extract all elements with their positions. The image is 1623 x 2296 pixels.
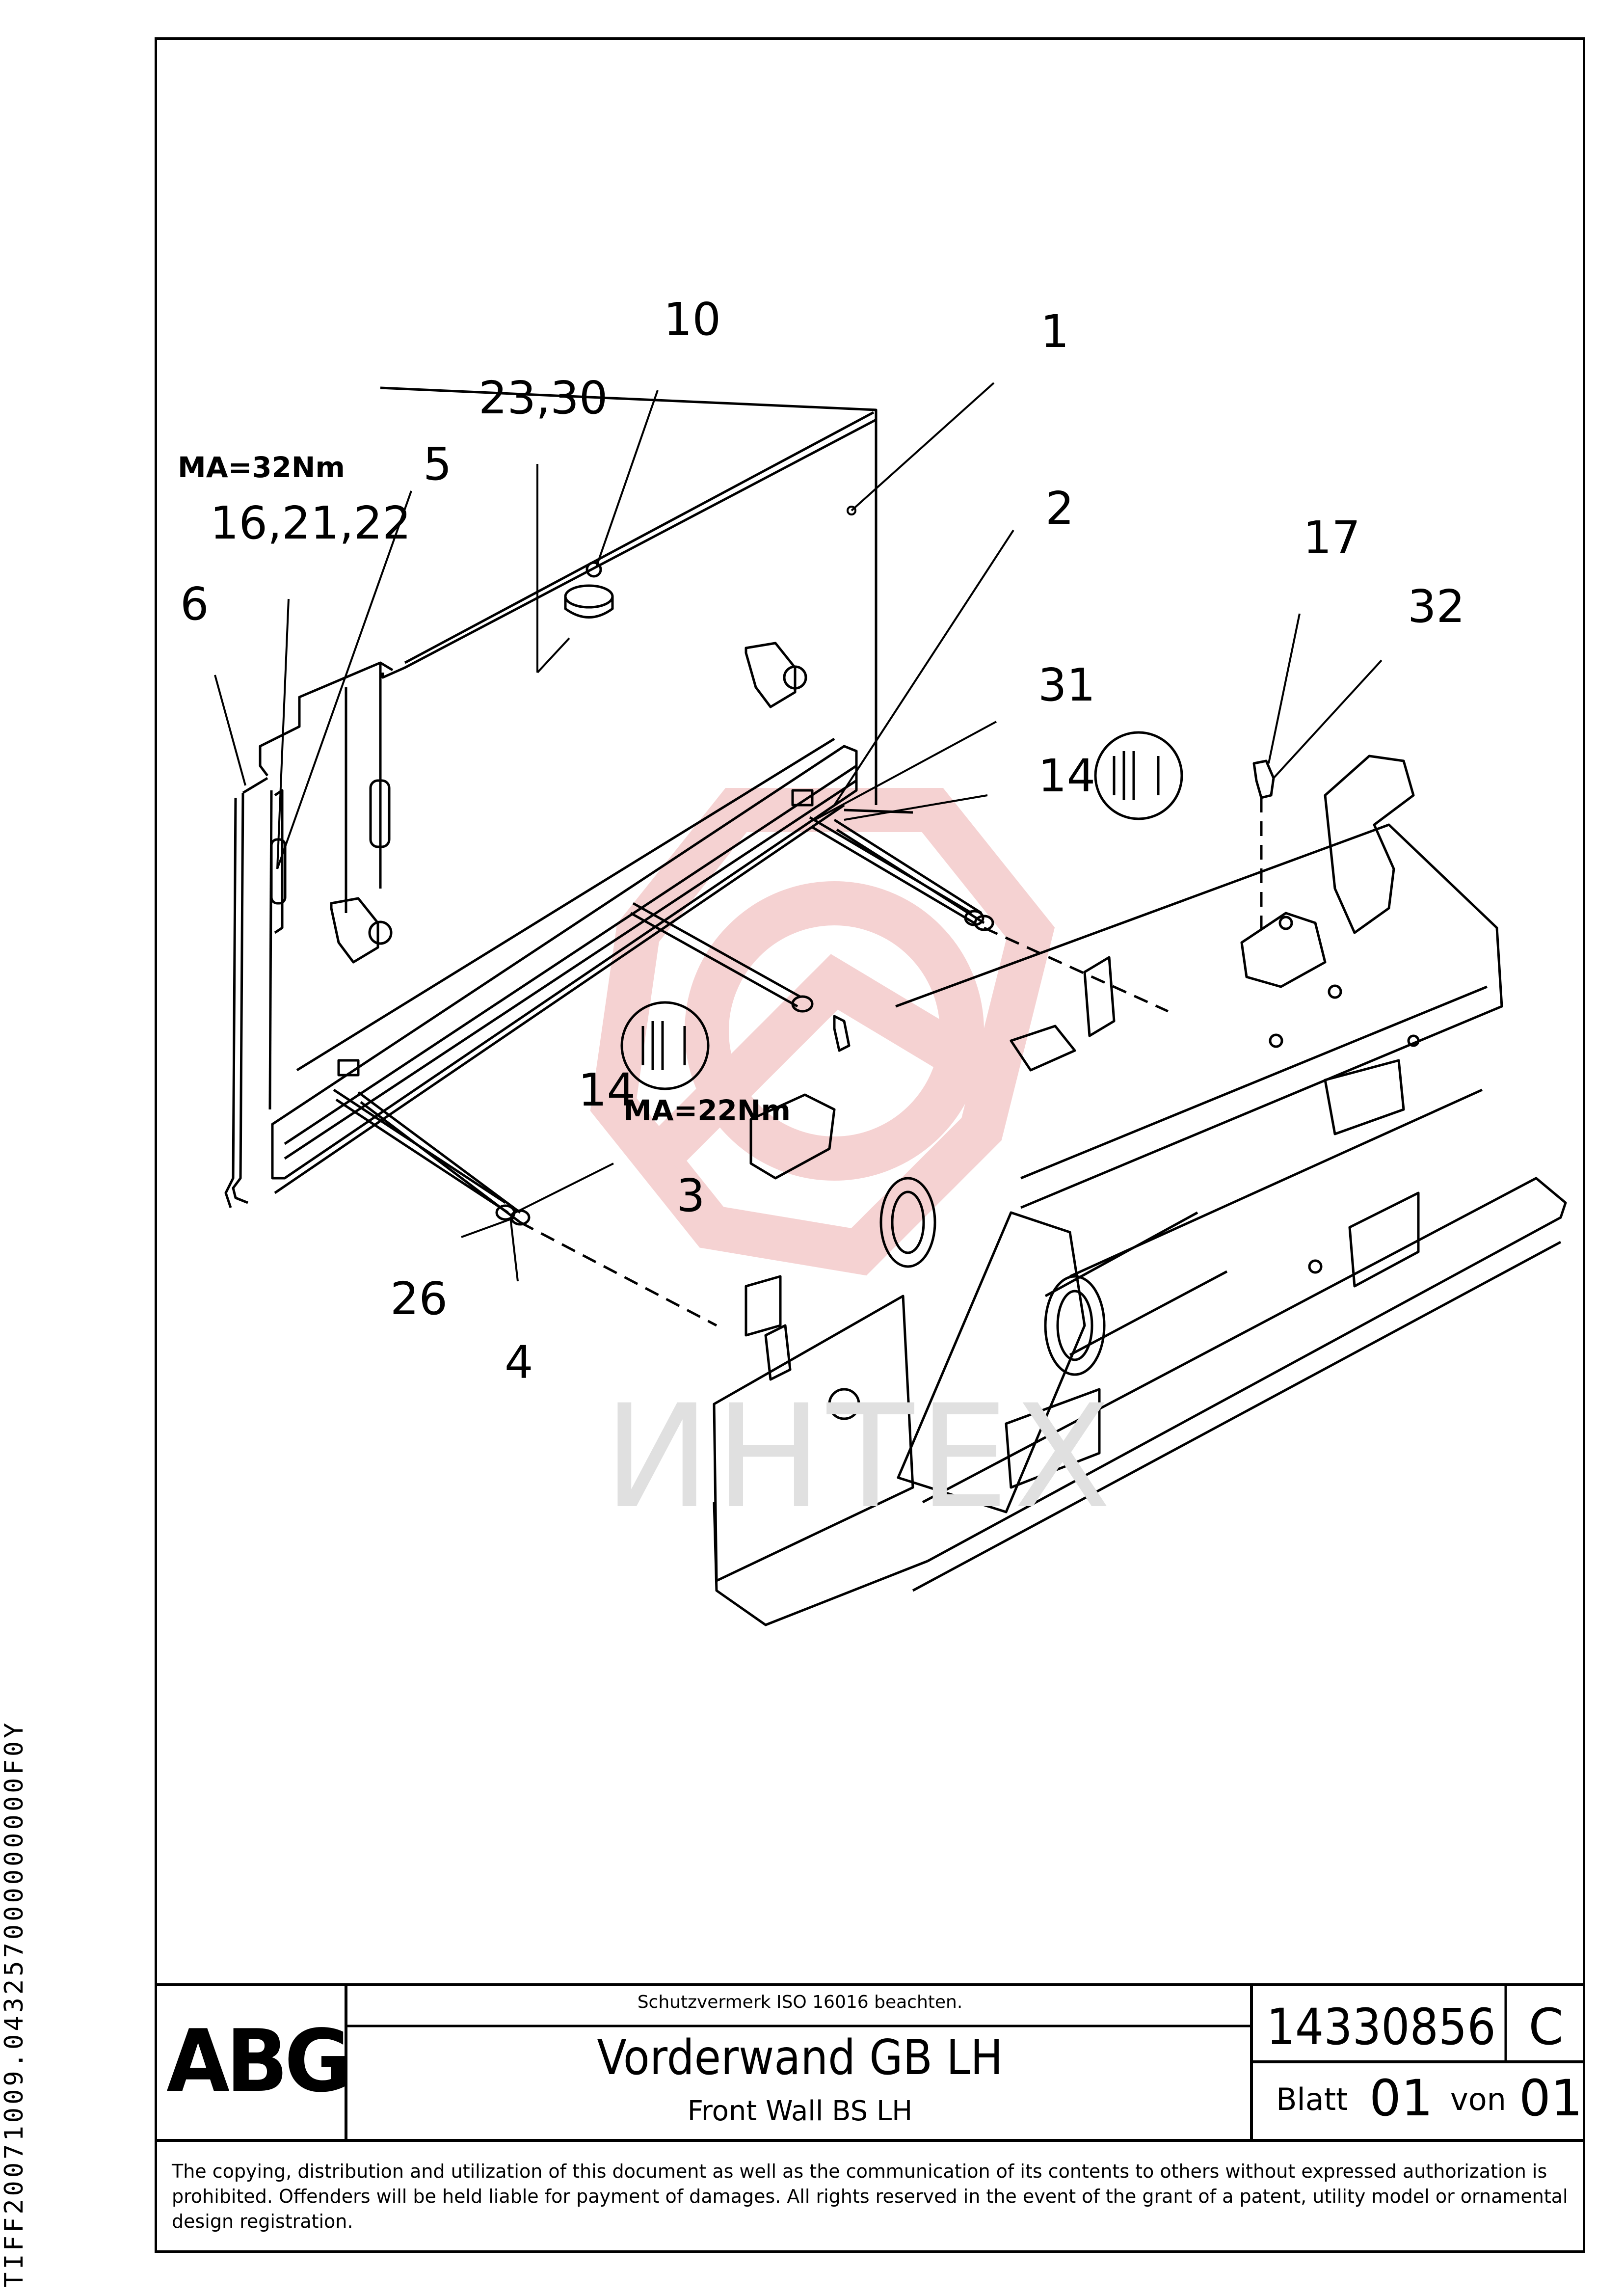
torque-spec-upper: MA=32Nm (178, 451, 345, 484)
leader-lines (214, 382, 1383, 1282)
callout-3: 3 (676, 1169, 705, 1222)
callout-6: 6 (180, 578, 209, 630)
grease-nipple (1252, 759, 1275, 933)
callout-5: 5 (423, 438, 452, 490)
callout-31: 31 (1038, 659, 1096, 711)
copyright-notice: The copying, distribution and utilizatio… (172, 2161, 1568, 2232)
sheet-label: Blatt (1276, 2081, 1348, 2117)
callout-26: 26 (390, 1272, 448, 1325)
drawing-frame (155, 37, 1585, 2253)
tie-rods (333, 809, 994, 1226)
title-english: Front Wall BS LH (687, 2095, 913, 2127)
callout-14-lower: 14 (578, 1064, 636, 1116)
callout-1: 1 (1040, 305, 1069, 358)
callout-23-30: 23,30 (479, 372, 608, 424)
torque-spec-lower: MA=22Nm (623, 1094, 791, 1127)
revision: C (1528, 1998, 1564, 2056)
drawing-number: 14330856 (1266, 1998, 1496, 2056)
detail-circle-upper (1094, 731, 1183, 820)
of-label: von (1450, 2081, 1506, 2117)
callout-2: 2 (1045, 482, 1074, 535)
sheet-total: 01 (1519, 2069, 1583, 2128)
detail-circle-lower (620, 1001, 710, 1090)
callout-17: 17 (1303, 512, 1361, 564)
chassis-frame (519, 755, 1567, 1626)
callout-4: 4 (505, 1336, 533, 1389)
abg-logo: ABG (166, 2012, 351, 2111)
lower-beam (271, 737, 858, 1194)
watermark-text: ИНТЕХ (604, 1375, 1117, 1540)
callout-16-21-22: 16,21,22 (210, 497, 411, 549)
knob-item-10 (564, 561, 614, 619)
sheet-number: 01 (1369, 2069, 1433, 2128)
side-file-code: TIFF20071009.043257000000000F0Y (0, 1720, 29, 2288)
front-wall-plate (224, 386, 878, 1208)
title-german: Vorderwand GB LH (597, 2030, 1003, 2086)
title-block-lines (155, 1983, 1585, 2142)
callout-14-upper: 14 (1038, 750, 1096, 802)
callout-32: 32 (1408, 580, 1465, 633)
callout-10: 10 (664, 293, 721, 346)
protection-note: Schutzvermerk ISO 16016 beachten. (637, 1992, 963, 2012)
